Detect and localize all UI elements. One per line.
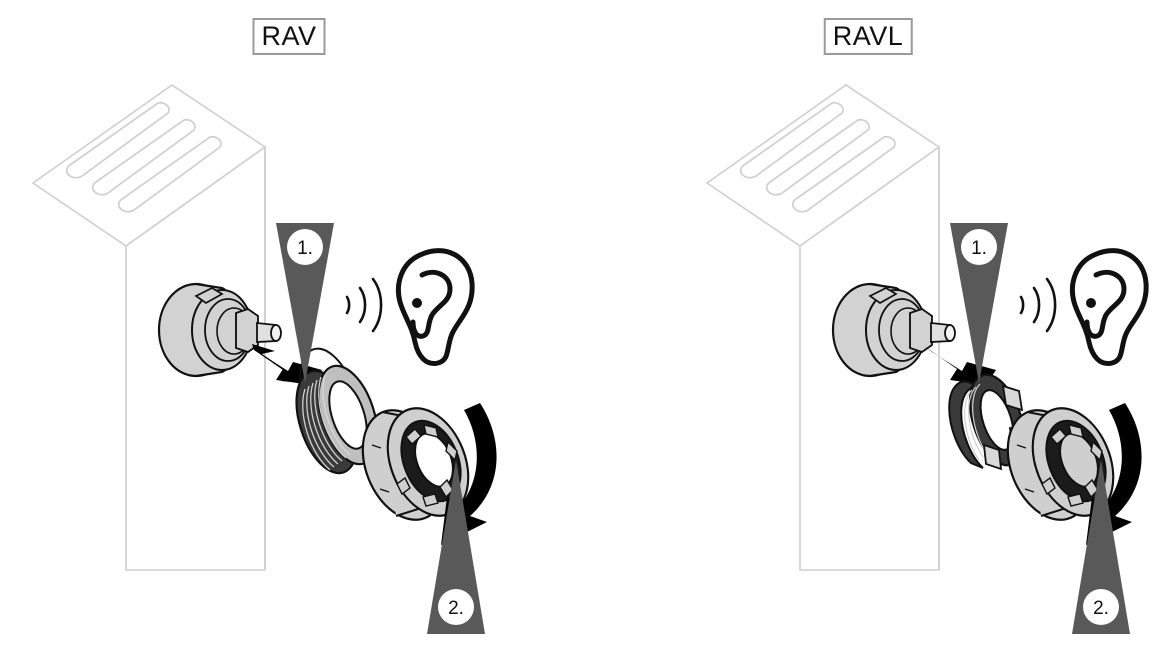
step-number-1-rav: 1. xyxy=(297,238,313,259)
ear-icon-ravl xyxy=(1069,248,1149,367)
step-marker-2-ravl: 2. xyxy=(1072,460,1130,634)
scene-ravl: 1. 2. xyxy=(705,84,1149,634)
panel-ravl: RAVL xyxy=(579,0,1157,649)
valve-body-rav xyxy=(157,282,282,378)
radiator-slots-ravl xyxy=(739,101,896,213)
scene-rav: 1. 2. xyxy=(31,84,497,634)
step-number-2-rav: 2. xyxy=(448,598,464,619)
radiator-slots-rav xyxy=(65,101,222,213)
sound-wave-icon-ravl xyxy=(1019,277,1057,333)
panel-label-ravl: RAVL xyxy=(823,18,913,56)
thermostat-head-ravl xyxy=(1006,407,1115,521)
step-marker-1-ravl: 1. xyxy=(950,223,1008,383)
step-marker-2-rav: 2. xyxy=(427,460,485,634)
panel-rav: RAV xyxy=(0,0,578,649)
valve-body-ravl xyxy=(831,282,956,378)
step-number-1-ravl: 1. xyxy=(971,238,987,259)
step-marker-1-rav: 1. xyxy=(276,223,334,383)
ear-icon-rav xyxy=(395,248,475,367)
sound-wave-icon-rav xyxy=(345,277,383,333)
step-number-2-ravl: 2. xyxy=(1093,598,1109,619)
panel-label-rav: RAV xyxy=(252,18,326,56)
thermostat-head-rav xyxy=(361,407,470,521)
